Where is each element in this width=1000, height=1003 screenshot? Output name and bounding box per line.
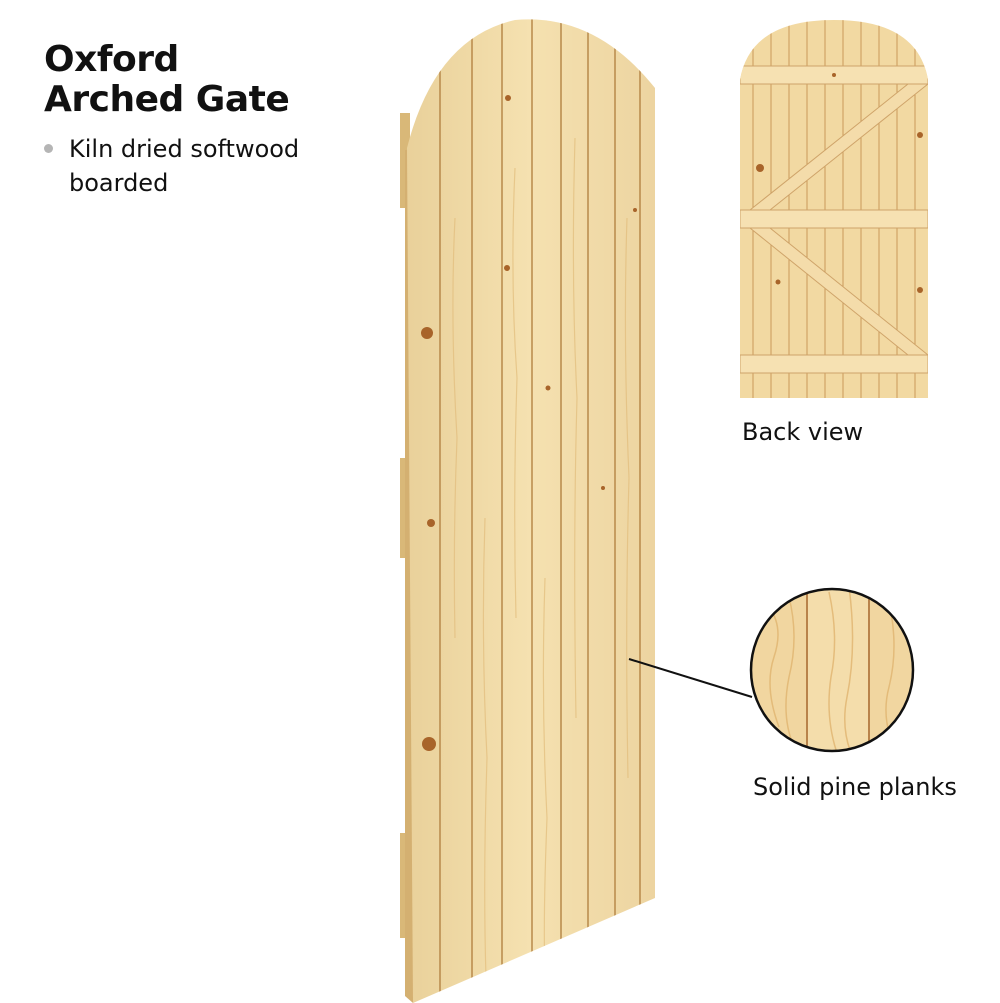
plank-detail-caption: Solid pine planks — [753, 773, 957, 801]
back-view-caption: Back view — [742, 418, 864, 446]
title-line-2: Arched Gate — [44, 79, 290, 120]
plank-detail-image — [749, 587, 915, 753]
bullet-icon — [44, 144, 53, 153]
product-title: Oxford Arched Gate — [44, 39, 290, 120]
title-line-1: Oxford — [44, 39, 179, 80]
feature-list-item: Kiln dried softwood boarded — [44, 132, 329, 200]
feature-text: Kiln dried softwood boarded — [69, 135, 300, 197]
gate-front-image — [400, 19, 655, 1003]
gate-back-image — [740, 20, 928, 398]
